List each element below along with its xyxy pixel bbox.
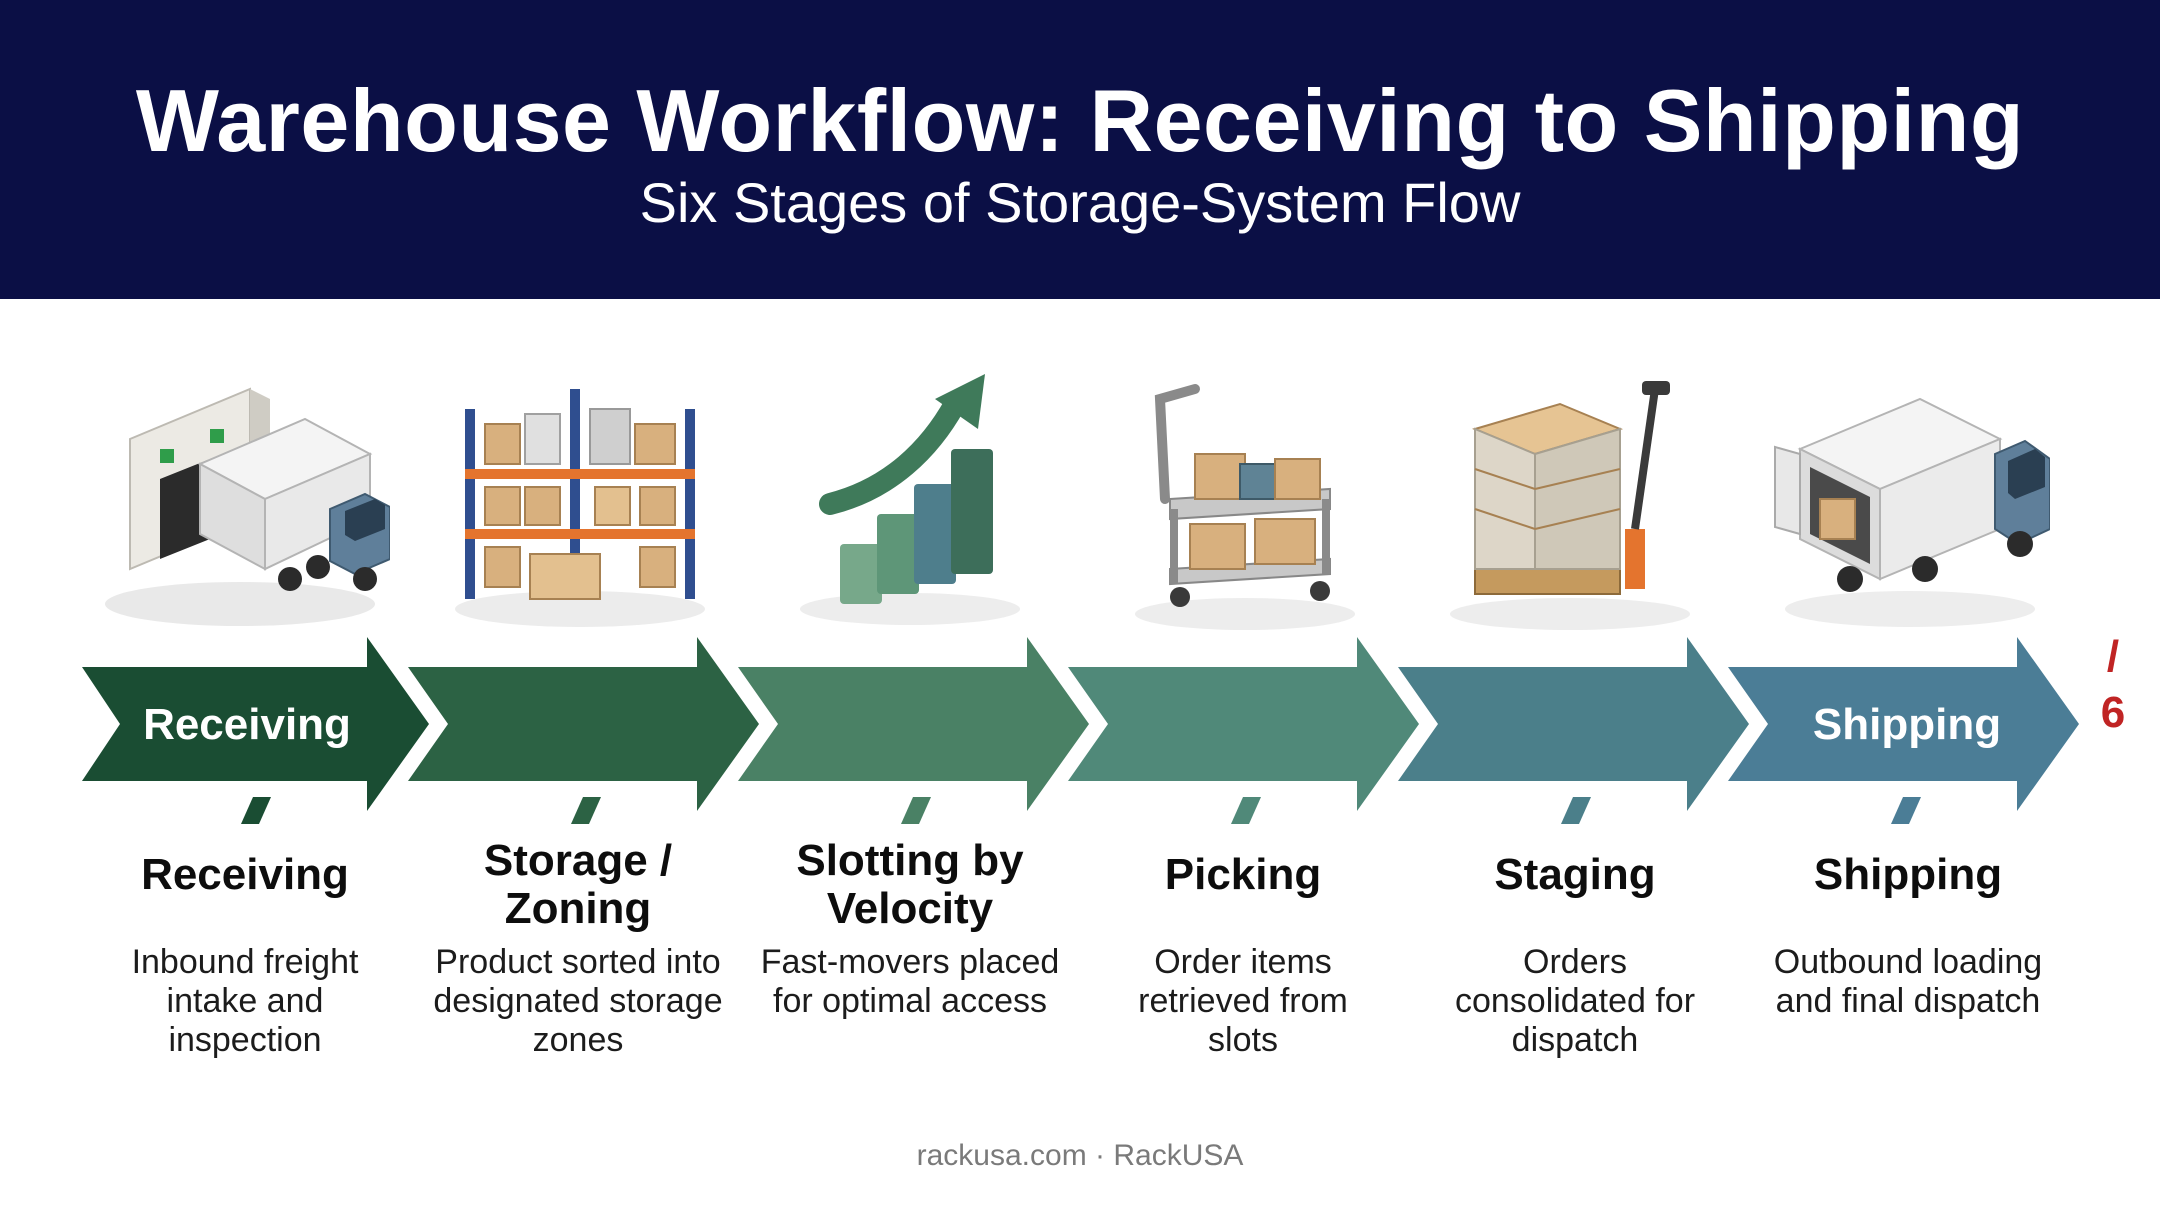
stage-arrow-5: [1398, 637, 1749, 811]
stage-tick-3: [901, 797, 931, 824]
arrow-label-1: Receiving: [143, 700, 351, 749]
counter-slash: /: [2106, 632, 2120, 681]
stage-desc-shipping: Outbound loading and final dispatch: [1773, 943, 2043, 1020]
stage-arrow-3: [738, 637, 1089, 811]
stage-tick-5: [1561, 797, 1591, 824]
stage-title-picking: Picking: [1164, 850, 1322, 899]
stage-arrow-2: [408, 637, 759, 811]
stage-title-slotting: Slotting by Velocity: [796, 836, 1024, 933]
stage-desc-staging: Orders consolidated for dispatch: [1454, 943, 1696, 1059]
page-title: Warehouse Workflow: Receiving to Shippin…: [135, 71, 2025, 170]
page-subtitle: Six Stages of Storage-System Flow: [639, 171, 1521, 234]
counter-number: 6: [2100, 688, 2126, 737]
stage-desc-storage: Product sorted into designated storage z…: [433, 943, 723, 1059]
stage-tick-1: [241, 797, 271, 824]
growth-bars-icon: [800, 374, 1020, 625]
stage-arrow-1: [82, 637, 429, 811]
stage-arrow-6: [1728, 637, 2079, 811]
stage-arrow-4: [1068, 637, 1419, 811]
stage-title-storage: Storage / Zoning: [483, 836, 673, 933]
stage-title-shipping: Shipping: [1813, 850, 2003, 899]
pallet-jack-icon: [1450, 381, 1690, 630]
stage-title-staging: Staging: [1494, 850, 1656, 899]
pallet-racking-icon: [455, 389, 705, 627]
stage-title-receiving: Receiving: [141, 850, 349, 899]
stage-desc-picking: Order items retrieved from slots: [1138, 943, 1348, 1059]
stage-counter: / 6: [2088, 629, 2138, 741]
stage-tick-2: [571, 797, 601, 824]
stage-tick-6: [1891, 797, 1921, 824]
arrow-label-6: Shipping: [1813, 700, 2001, 749]
stage-tick-4: [1231, 797, 1261, 824]
stage-desc-slotting: Fast-movers placed for optimal access: [760, 943, 1060, 1020]
truck-at-dock-icon: [105, 387, 390, 626]
picking-cart-icon: [1135, 384, 1355, 630]
header-banner: Warehouse Workflow: Receiving to Shippin…: [0, 0, 2160, 299]
footer-credit: rackusa.com · RackUSA: [916, 1139, 1244, 1172]
stage-desc-receiving: Inbound freight intake and inspection: [131, 943, 359, 1059]
stage-arrow-band: Receiving Shipping: [82, 637, 2079, 824]
delivery-truck-icon: [1774, 397, 2050, 627]
